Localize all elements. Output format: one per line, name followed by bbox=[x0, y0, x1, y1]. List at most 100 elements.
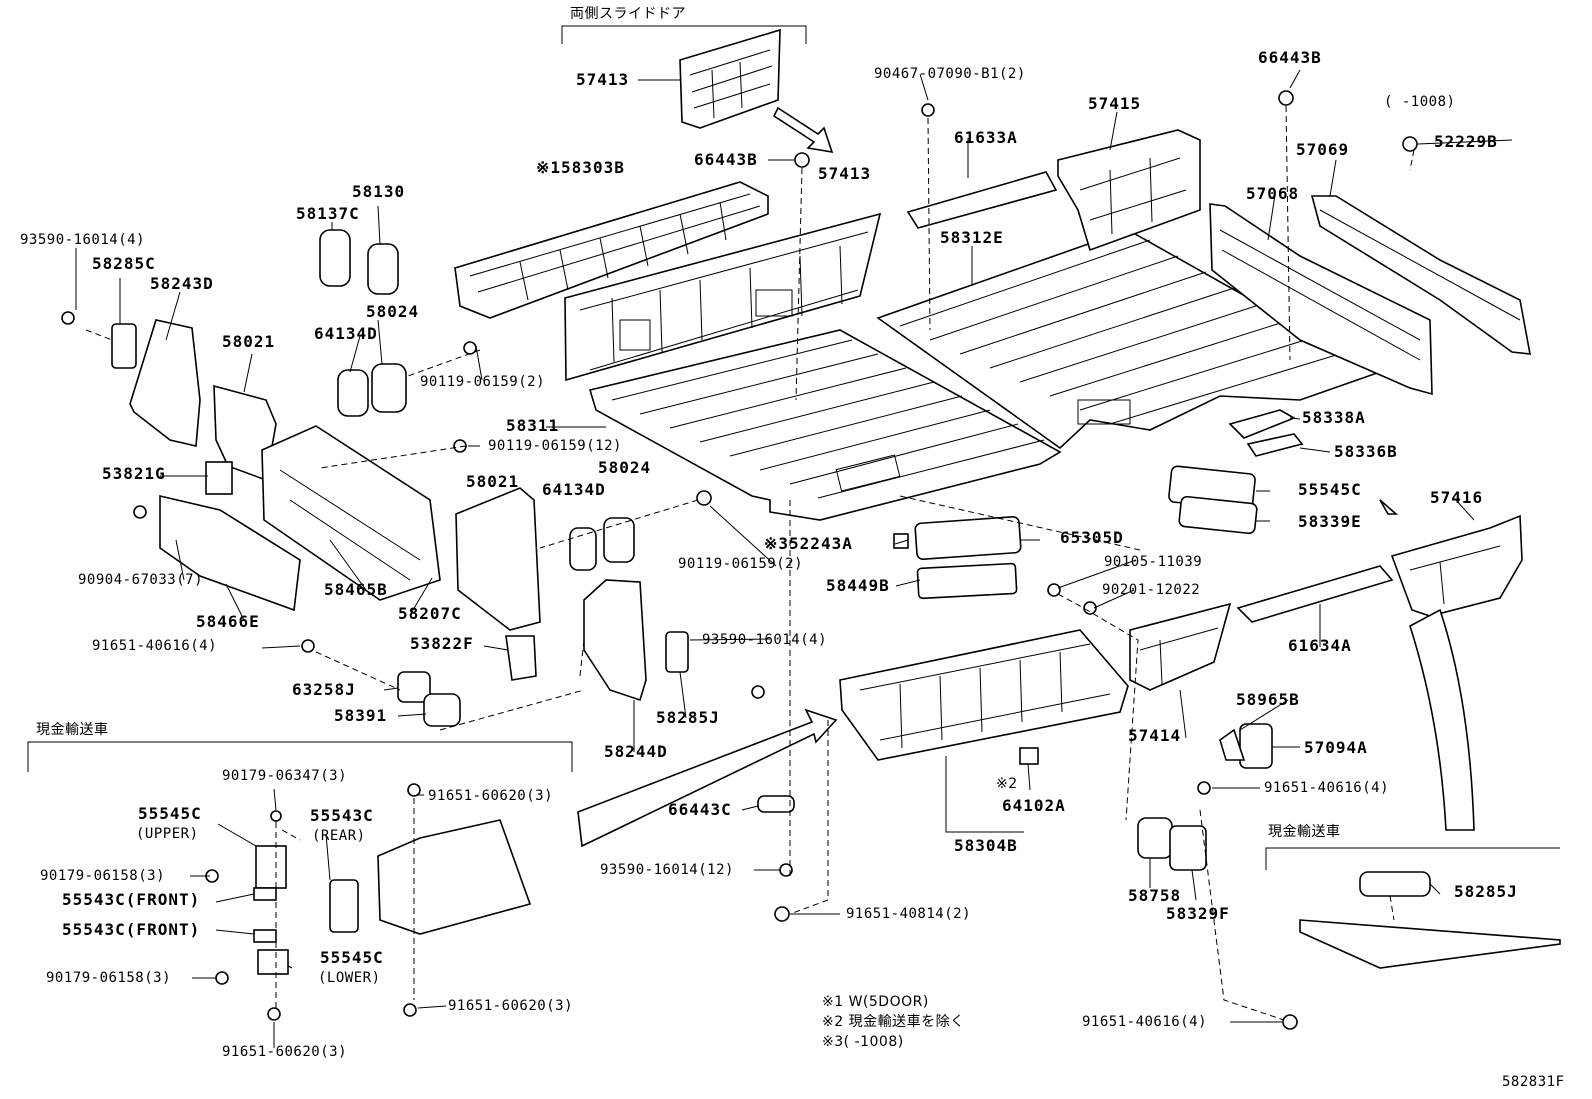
part-55543C-front-shape bbox=[253, 887, 277, 901]
part-label: 90105-11039 bbox=[1104, 554, 1203, 570]
part-label: 90119-06159(2) bbox=[420, 374, 546, 390]
part-label: 93590-16014(4) bbox=[20, 232, 146, 248]
part-label: 58207C bbox=[398, 604, 462, 623]
bolt-icon bbox=[267, 1007, 281, 1021]
part-57415-shape bbox=[1057, 129, 1201, 252]
part-label: 91651-40616(4) bbox=[1082, 1014, 1208, 1030]
part-58338A-shape bbox=[1228, 409, 1296, 439]
part-label: ※158303B bbox=[536, 158, 625, 177]
part-label: 58311 bbox=[506, 416, 560, 435]
bolt-icon bbox=[921, 103, 935, 117]
part-65305D-shape bbox=[914, 516, 1022, 560]
note-1: ※1 W(5DOOR) bbox=[822, 994, 929, 1010]
part-label: 90179-06158(3) bbox=[46, 970, 172, 986]
part-58965B-shape bbox=[1219, 728, 1246, 761]
part-label: 91651-60620(3) bbox=[428, 788, 554, 804]
part-label: 61633A bbox=[954, 128, 1018, 147]
part-61634A-shape bbox=[1236, 565, 1394, 623]
part-label: 58336B bbox=[1334, 442, 1398, 461]
part-58311-floor-shape bbox=[588, 329, 1062, 521]
part-label: 55545C bbox=[320, 948, 384, 967]
part-66443C-shape bbox=[757, 795, 795, 813]
part-label: 57416 bbox=[1430, 488, 1484, 507]
range-label: ( -1008) bbox=[1384, 94, 1456, 110]
part-57414-shape bbox=[1129, 602, 1232, 691]
bolt-icon bbox=[1047, 583, 1061, 597]
part-58243D-shape bbox=[129, 319, 201, 447]
part-label: 57415 bbox=[1088, 94, 1142, 113]
part-label: 66443B bbox=[694, 150, 758, 169]
part-label: ※2 bbox=[996, 776, 1018, 792]
group-bracket-cash-right bbox=[1265, 847, 1560, 870]
bolt-icon bbox=[1282, 1014, 1298, 1030]
part-58465B-shape bbox=[261, 425, 441, 601]
note-3: ※3( -1008) bbox=[822, 1034, 904, 1050]
part-58304B-shape bbox=[839, 629, 1129, 761]
part-58024-shape bbox=[371, 363, 407, 413]
part-label: 58137C bbox=[296, 204, 360, 223]
part-55543C-rear-shape bbox=[329, 879, 359, 933]
bolt-icon bbox=[403, 1003, 417, 1017]
part-label: 57414 bbox=[1128, 726, 1182, 745]
part-58466E-shape bbox=[159, 494, 301, 612]
part-58021-b-shape bbox=[455, 487, 541, 631]
part-label: 58285J bbox=[1454, 882, 1518, 901]
clip-icon bbox=[1402, 136, 1418, 152]
part-64134D-b-shape bbox=[569, 527, 597, 571]
part-label: 58329F bbox=[1166, 904, 1230, 923]
curved-arrow-icon bbox=[1409, 608, 1475, 831]
bolt-icon bbox=[301, 639, 315, 653]
part-52243A-shape bbox=[893, 533, 909, 549]
cash-right-floor-shape bbox=[1299, 919, 1561, 969]
arrow-icon bbox=[772, 106, 834, 154]
note-2: ※2 現金輸送車を除く bbox=[822, 1014, 965, 1030]
part-label: 57413 bbox=[818, 164, 872, 183]
part-64102A-shape bbox=[1019, 747, 1039, 765]
part-label: 58338A bbox=[1302, 408, 1366, 427]
part-58303B-shape bbox=[454, 181, 769, 319]
group-label-cash-transport-left: 現金輸送車 bbox=[36, 722, 109, 738]
part-label: 90201-12022 bbox=[1102, 582, 1201, 598]
part-label: (LOWER) bbox=[318, 970, 381, 986]
part-label: 58449B bbox=[826, 576, 890, 595]
bolt-icon bbox=[61, 311, 75, 325]
part-label: 58965B bbox=[1236, 690, 1300, 709]
part-57094A-shape bbox=[1239, 723, 1273, 769]
part-58285J-b-shape bbox=[1359, 871, 1431, 897]
part-57413-wall-shape bbox=[564, 212, 882, 382]
part-58285C-shape bbox=[111, 323, 137, 369]
part-label: 90904-67033(7) bbox=[78, 572, 204, 588]
part-label: 58130 bbox=[352, 182, 406, 201]
grommet-icon bbox=[1278, 90, 1294, 106]
part-label: (REAR) bbox=[312, 828, 366, 844]
clip-icon bbox=[133, 505, 147, 519]
part-label: 66443B bbox=[1258, 48, 1322, 67]
part-label: 58024 bbox=[366, 302, 420, 321]
part-label: 91651-40814(2) bbox=[846, 906, 972, 922]
part-label: 64134D bbox=[542, 480, 606, 499]
part-label: 61634A bbox=[1288, 636, 1352, 655]
part-label: 58021 bbox=[222, 332, 276, 351]
part-58024-b-shape bbox=[603, 517, 635, 563]
part-label: 93590-16014(4) bbox=[702, 632, 828, 648]
part-label: 91651-60620(3) bbox=[448, 998, 574, 1014]
part-58339E-shape bbox=[1178, 495, 1258, 535]
part-label: 90179-06347(3) bbox=[222, 768, 348, 784]
clip-icon bbox=[270, 810, 282, 822]
part-58391-shape bbox=[423, 693, 461, 727]
part-label: 58285J bbox=[656, 708, 720, 727]
nut-icon bbox=[1083, 601, 1097, 615]
bolt-icon bbox=[751, 685, 765, 699]
grommet-icon bbox=[794, 152, 810, 168]
part-label: 90467-07090-B1(2) bbox=[874, 66, 1026, 82]
part-64134D-shape bbox=[337, 369, 369, 417]
part-label: 58312E bbox=[940, 228, 1004, 247]
part-53821G-shape bbox=[205, 461, 233, 495]
part-label: 91651-40616(4) bbox=[92, 638, 218, 654]
part-label: 58244D bbox=[604, 742, 668, 761]
part-label: 58758 bbox=[1128, 886, 1182, 905]
part-label: 90119-06159(12) bbox=[488, 438, 622, 454]
part-58130-shape bbox=[367, 243, 399, 295]
part-label: 58285C bbox=[92, 254, 156, 273]
